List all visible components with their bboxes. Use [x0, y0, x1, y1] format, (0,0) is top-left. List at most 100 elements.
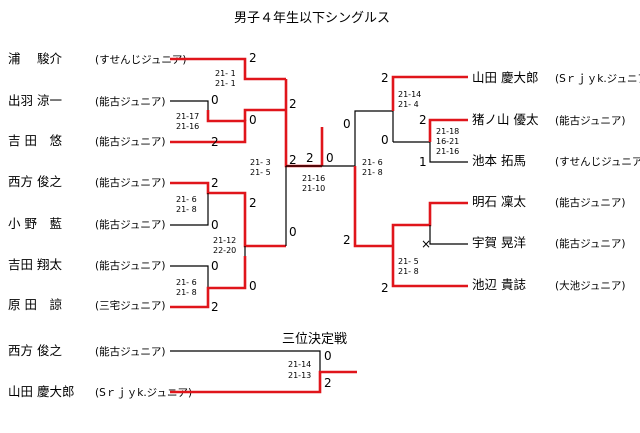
- player-club: (三宅ジュニア): [95, 299, 165, 312]
- set-score: 21- 8: [398, 267, 419, 276]
- set-score: 21- 1: [215, 79, 236, 88]
- right-scores: 0 2 21- 6 21- 8 2 0 21-14 21- 4 2 1 21-1…: [343, 71, 459, 295]
- set-score: 21- 6: [176, 195, 197, 204]
- set-score: 21-10: [302, 184, 325, 193]
- left-bracket-lines: [170, 57, 322, 309]
- score: 0: [381, 133, 389, 147]
- score: 2: [381, 281, 389, 295]
- score: 2: [249, 51, 257, 65]
- set-score: 21- 5: [250, 168, 271, 177]
- set-score: 21-16: [176, 122, 199, 131]
- right-player-list: 山田 慶大郎 (Sｒｊｙk.ジュニア) 猪ノ山 優太 (能古ジュニア) 池本 拓…: [472, 70, 640, 292]
- set-score: 21-14: [398, 90, 421, 99]
- score: 0: [289, 225, 297, 239]
- bracket-line: [170, 265, 209, 288]
- score: 2: [419, 113, 427, 127]
- winner-path: [170, 57, 286, 81]
- player-club: (能古ジュニア): [555, 196, 625, 209]
- winner-path: [391, 246, 468, 288]
- third-place-match: 西方 俊之 (能古ジュニア) 山田 慶大郎 (Sｒｊｙk.ジュニア) 三位決定戦…: [8, 332, 357, 399]
- winner-path: [428, 118, 468, 142]
- set-score: 21- 8: [176, 288, 197, 297]
- score: 0: [324, 349, 332, 363]
- score: 2: [343, 233, 351, 247]
- bracket-line: [170, 350, 321, 372]
- score: 2: [249, 196, 257, 210]
- winner-path: [170, 370, 357, 394]
- score: 0: [343, 117, 351, 131]
- player-club: (すせんじジュニア): [555, 156, 640, 168]
- player-club: (大池ジュニア): [555, 279, 625, 292]
- player-club: (Sｒｊｙk.ジュニア): [555, 73, 640, 85]
- score: 2: [211, 176, 219, 190]
- set-score: 21-17: [176, 112, 199, 121]
- winner-path: [243, 207, 286, 248]
- score: 2: [289, 153, 297, 167]
- player-club: (能古ジュニア): [95, 259, 165, 272]
- player-club: (能古ジュニア): [555, 237, 625, 250]
- player-name: 西方 俊之: [8, 343, 62, 358]
- bracket-line: [170, 100, 209, 110]
- score: 2: [289, 97, 297, 111]
- winner-path: [243, 108, 286, 121]
- winner-path: [170, 256, 247, 309]
- set-score: 21- 8: [362, 168, 383, 177]
- bracket-line: [170, 193, 209, 226]
- score: 2: [306, 151, 314, 165]
- right-bracket-lines: [353, 75, 468, 288]
- set-score: 21- 6: [362, 158, 383, 167]
- player-name: 出羽 涼一: [8, 93, 62, 108]
- player-club: (能古ジュニア): [95, 95, 165, 108]
- bracket-line: [354, 110, 394, 166]
- set-score: 21-16: [302, 174, 325, 183]
- set-score: 22-20: [213, 246, 236, 255]
- withdraw-mark: ×: [421, 237, 431, 251]
- left-player-list: 浦 駿介 (すせんじジュニア) 出羽 涼一 (能古ジュニア) 吉 田 悠 (能古…: [8, 51, 186, 312]
- bracket-line: [429, 225, 468, 245]
- player-name: 山田 慶大郎: [8, 384, 74, 399]
- player-name: 原 田 諒: [8, 297, 62, 312]
- left-scores: 2 21- 1 21- 1 0 2 21-17 21-16 0 2 2 21- …: [176, 51, 297, 314]
- bracket-line: [429, 142, 468, 163]
- player-club: (能古ジュニア): [95, 218, 165, 231]
- set-score: 21-18: [436, 127, 459, 136]
- player-name: 明石 凜太: [472, 194, 526, 209]
- final-scores: 2 0 21-16 21-10: [302, 151, 334, 193]
- score: 2: [381, 71, 389, 85]
- set-score: 21-16: [436, 147, 459, 156]
- player-name: 池辺 貴誌: [472, 277, 526, 292]
- set-score: 21- 6: [176, 278, 197, 287]
- winner-path: [391, 75, 468, 111]
- score: 0: [326, 151, 334, 165]
- player-name: 宇賀 晃洋: [472, 235, 526, 250]
- set-score: 21- 3: [250, 158, 271, 167]
- set-score: 21- 4: [398, 100, 419, 109]
- player-club: (能古ジュニア): [95, 345, 165, 358]
- player-name: 浦 駿介: [8, 51, 62, 66]
- set-score: 16-21: [436, 137, 459, 146]
- player-name: 吉田 翔太: [8, 257, 62, 272]
- player-name: 山田 慶大郎: [472, 70, 538, 85]
- score: 0: [249, 279, 257, 293]
- score: 0: [211, 218, 219, 232]
- set-score: 21- 5: [398, 257, 419, 266]
- score: 2: [211, 135, 219, 149]
- set-score: 21-12: [213, 236, 236, 245]
- score: 2: [324, 376, 332, 390]
- score: 0: [249, 113, 257, 127]
- third-place-label: 三位決定戦: [282, 332, 347, 347]
- player-club: (能古ジュニア): [95, 176, 165, 189]
- player-name: 池本 拓馬: [472, 153, 526, 168]
- score: 0: [211, 93, 219, 107]
- score: 0: [211, 259, 219, 273]
- player-name: 小 野 藍: [8, 216, 62, 231]
- player-club: (すせんじジュニア): [95, 54, 186, 66]
- player-name: 猪ノ山 優太: [472, 112, 539, 127]
- player-name: 西方 俊之: [8, 174, 62, 189]
- bracket-title: 男子４年生以下シングルス: [234, 11, 390, 26]
- player-name: 吉 田 悠: [8, 133, 62, 148]
- set-score: 21-14: [288, 360, 311, 369]
- player-club: (能古ジュニア): [95, 135, 165, 148]
